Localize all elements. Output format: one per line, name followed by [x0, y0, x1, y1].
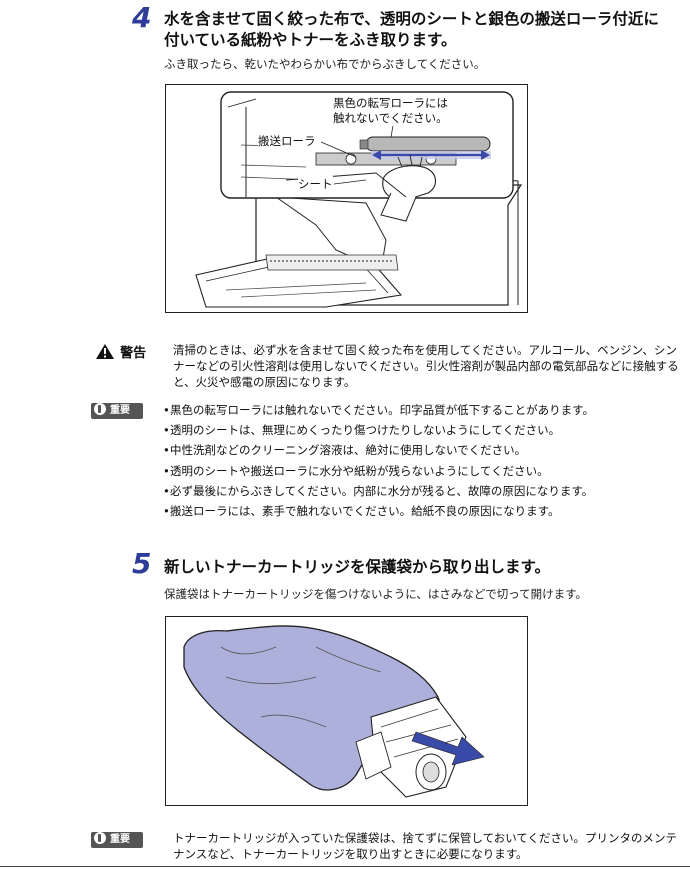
step-number-4: 4 [132, 1, 152, 34]
feed-roller-callout: 搬送ローラ [258, 133, 316, 149]
important-note-text: トナーカートリッジが入っていた保護袋は、捨てずに保管しておいてください。プリンタ… [173, 831, 678, 861]
important-icon [94, 832, 106, 844]
list-item: 必ず最後にからぶきしてください。内部に水分が残ると、故障の原因になります。 [163, 481, 594, 501]
important-icon [94, 403, 106, 415]
step-5-subtitle: 保護袋はトナーカートリッジを傷つけないように、はさみなどで切って開けます。 [164, 587, 587, 601]
important-badge-2: 重要 [91, 832, 143, 848]
list-item: 透明のシートや搬送ローラに水分や紙粉が残らないようにしてください。 [163, 461, 594, 481]
printer-cleaning-illustration: 黒色の転写ローラには 触れないでください。 搬送ローラ シート [165, 84, 528, 313]
step-number-5: 5 [132, 547, 152, 580]
important-badge: 重要 [91, 403, 143, 419]
page-bottom-rule [0, 866, 690, 867]
warning-text: 清掃のときは、必ず水を含ませて固く絞った布を使用してください。アルコール、ベンジ… [173, 343, 679, 389]
printer-interior-drawing [195, 91, 523, 308]
toner-bag-drawing [183, 625, 485, 798]
list-item: 黒色の転写ローラには触れないでください。印字品質が低下することがあります。 [163, 400, 594, 420]
sheet-callout: シート [298, 176, 333, 192]
step-4-subtitle: ふき取ったら、乾いたやわらかい布でからぶきしてください。 [164, 57, 486, 71]
warning-label: 警告 [95, 341, 146, 361]
list-item: 透明のシートは、無理にめくったり傷つけたりしないようにしてください。 [163, 420, 594, 440]
list-item: 搬送ローラには、素手で触れないでください。給紙不良の原因になります。 [163, 501, 594, 521]
list-item: 中性洗剤などのクリーニング溶液は、絶対に使用しないでください。 [163, 440, 594, 460]
step-5-title: 新しいトナーカートリッジを保護袋から取り出します。 [164, 558, 550, 576]
transfer-roller-callout: 黒色の転写ローラには 触れないでください。 [333, 96, 448, 126]
step-4-title: 水を含ませて固く絞った布で、透明のシートと銀色の搬送ローラ付近に 付いている紙粉… [164, 10, 659, 49]
toner-bag-illustration [165, 616, 528, 806]
important-bullet-list: 黒色の転写ローラには触れないでください。印字品質が低下することがあります。 透明… [163, 400, 594, 521]
warning-triangle-icon [96, 344, 114, 359]
